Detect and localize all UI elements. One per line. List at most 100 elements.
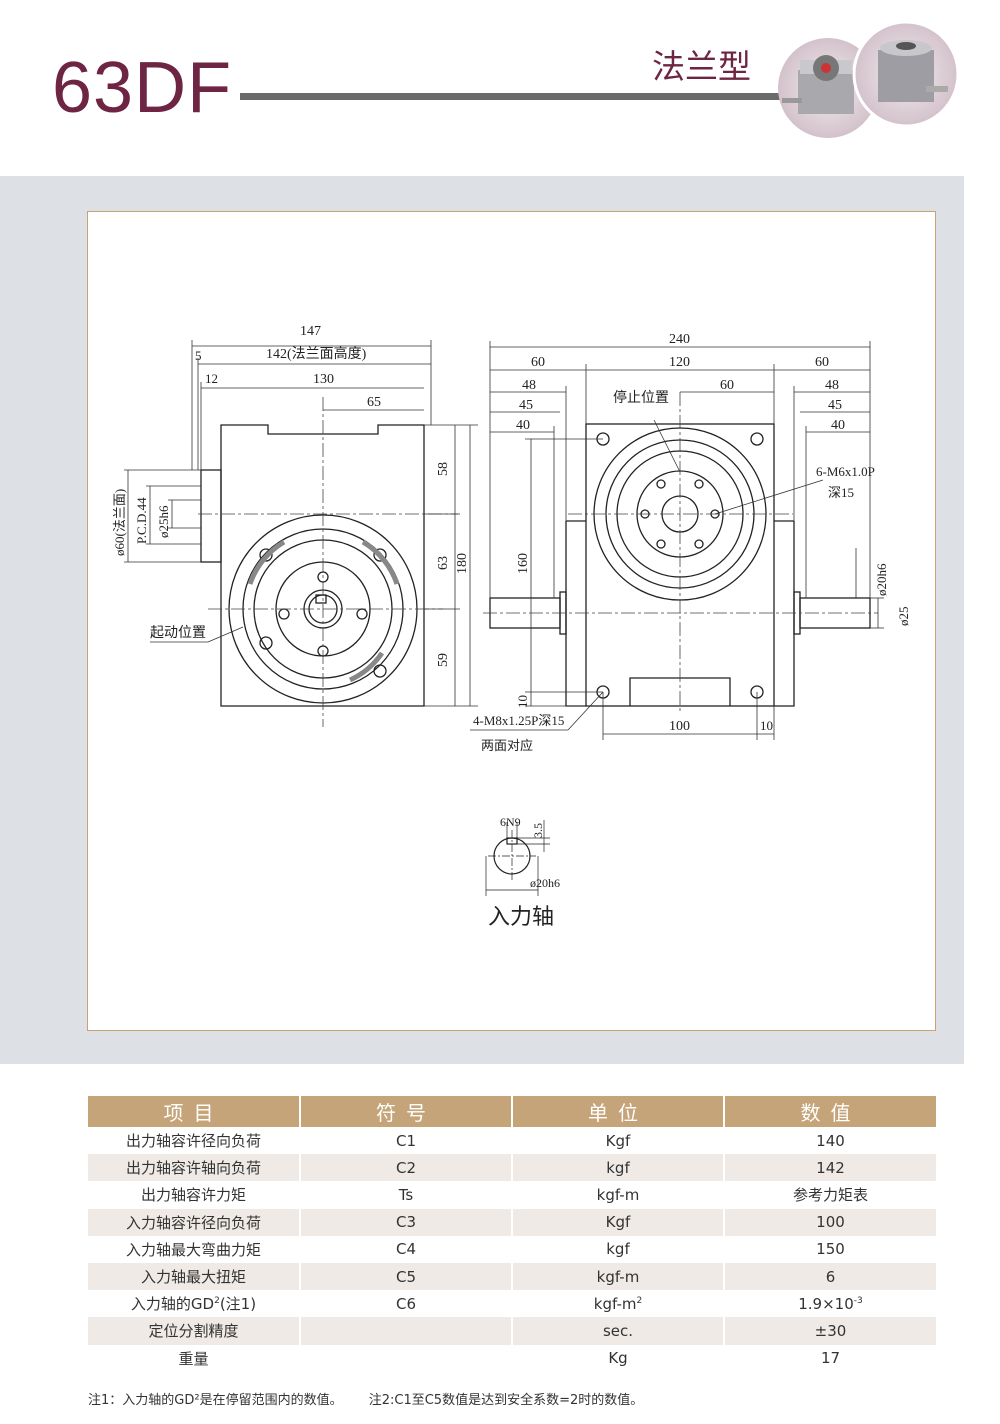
technical-drawing: 147 142(法兰面高度) 5 12 130 65 58 63 59 180 … bbox=[87, 211, 936, 1031]
hole-note: 6-M6x1.0P bbox=[816, 464, 875, 479]
cell-symbol: Ts bbox=[300, 1181, 513, 1209]
cell-item: 入力轴最大扭矩 bbox=[88, 1262, 301, 1291]
shaft-key: 6N9 bbox=[500, 815, 521, 829]
dim-65: 65 bbox=[367, 395, 381, 410]
dim-60-inner: 60 bbox=[720, 378, 734, 393]
side-view-center-lines bbox=[198, 397, 458, 727]
stop-position-label: 停止位置 bbox=[613, 389, 669, 406]
table-row: 入力轴的GD2(注1) C6 kgf-m2 1.9×10-3 bbox=[88, 1290, 936, 1318]
col-header-symbol: 符号 bbox=[300, 1096, 513, 1127]
col-header-item: 项目 bbox=[88, 1096, 301, 1127]
cell-unit: kgf-m2 bbox=[512, 1290, 725, 1318]
mount-note: 4-M8x1.25P深15 bbox=[473, 713, 564, 728]
cell-unit: sec. bbox=[512, 1317, 725, 1345]
dim-63: 63 bbox=[436, 556, 451, 570]
hole-depth: 深15 bbox=[828, 485, 854, 500]
dim-100: 100 bbox=[669, 719, 690, 734]
col-header-unit: 单位 bbox=[512, 1096, 725, 1127]
dim-40-left: 40 bbox=[516, 418, 530, 433]
dim-120: 120 bbox=[669, 355, 690, 370]
table-header-row: 项目 符号 单位 数值 bbox=[88, 1096, 936, 1127]
dim-10-left: 10 bbox=[515, 695, 530, 708]
dim-240: 240 bbox=[669, 332, 690, 347]
cell-value: 6 bbox=[724, 1262, 936, 1291]
table-row: 定位分割精度 sec. ±30 bbox=[88, 1317, 936, 1345]
cell-item: 出力轴容许径向负荷 bbox=[88, 1127, 301, 1155]
cell-symbol: C5 bbox=[300, 1262, 513, 1291]
dim-142: 142(法兰面高度) bbox=[266, 345, 367, 362]
product-photos bbox=[778, 20, 960, 138]
table-row: 入力轴最大弯曲力矩 C4 kgf 150 bbox=[88, 1235, 936, 1263]
table-row: 出力轴容许径向负荷 C1 Kgf 140 bbox=[88, 1127, 936, 1155]
dim-40-right: 40 bbox=[831, 418, 845, 433]
dim-60-right-top: 60 bbox=[815, 355, 829, 370]
table-row: 入力轴最大扭矩 C5 kgf-m 6 bbox=[88, 1262, 936, 1291]
spec-table: 项目 符号 单位 数值 出力轴容许径向负荷 C1 Kgf 140 出力轴容许轴向… bbox=[88, 1096, 936, 1372]
cell-unit: kgf-m bbox=[512, 1181, 725, 1209]
dim-130: 130 bbox=[313, 372, 334, 387]
footnotes: 注1：入力轴的GD²是在停留范围内的数值。 注2:C1至C5数值是达到安全系数=… bbox=[88, 1389, 665, 1408]
cell-symbol bbox=[300, 1344, 513, 1372]
cell-value: 1.9×10-3 bbox=[798, 1294, 863, 1313]
dim-48-right: 48 bbox=[825, 378, 839, 393]
dim-phi25h6: ø25h6 bbox=[156, 505, 171, 538]
dim-60-left: 60 bbox=[531, 355, 545, 370]
type-label: 法兰型 bbox=[652, 47, 751, 86]
model-title: 63DF bbox=[52, 48, 233, 128]
dim-45-right: 45 bbox=[828, 398, 842, 413]
cell-symbol: C3 bbox=[300, 1208, 513, 1236]
cell-value: 100 bbox=[724, 1208, 936, 1236]
dim-phi60: ø60(法兰面) bbox=[112, 489, 127, 556]
shaft-diameter: ø20h6 bbox=[530, 876, 560, 890]
table-row: 重量 Kg 17 bbox=[88, 1344, 936, 1372]
cell-symbol: C2 bbox=[300, 1154, 513, 1182]
cell-unit: Kg bbox=[512, 1344, 725, 1372]
dim-48-left: 48 bbox=[522, 378, 536, 393]
cell-item: 入力轴容许径向负荷 bbox=[88, 1208, 301, 1236]
dim-58: 58 bbox=[436, 462, 451, 476]
cell-item: 出力轴容许轴向负荷 bbox=[88, 1154, 301, 1182]
cell-unit: kgf-m bbox=[512, 1262, 725, 1291]
footnote-1: 注1：入力轴的GD²是在停留范围内的数值。 bbox=[88, 1393, 343, 1408]
cell-value: 参考力矩表 bbox=[792, 1186, 868, 1205]
dim-147: 147 bbox=[300, 324, 321, 339]
front-view-center-lines bbox=[483, 392, 878, 712]
cell-item: 入力轴最大弯曲力矩 bbox=[88, 1235, 301, 1263]
cell-value: 150 bbox=[816, 1240, 845, 1259]
cell-unit: kgf bbox=[512, 1235, 725, 1263]
dim-10-right: 10 bbox=[760, 718, 773, 733]
cell-symbol bbox=[300, 1317, 513, 1345]
dim-phi25: ø25 bbox=[896, 607, 911, 627]
dim-45-left: 45 bbox=[519, 398, 533, 413]
dim-59: 59 bbox=[436, 653, 451, 667]
shaft-label: 入力轴 bbox=[488, 905, 554, 930]
mount-note-2: 两面对应 bbox=[481, 738, 533, 753]
cell-symbol: C6 bbox=[300, 1290, 513, 1318]
cell-item: 出力轴容许力矩 bbox=[88, 1181, 301, 1209]
dim-5: 5 bbox=[195, 348, 202, 363]
cell-value: ±30 bbox=[724, 1317, 936, 1345]
cell-unit: kgf bbox=[512, 1154, 725, 1182]
table-row: 出力轴容许轴向负荷 C2 kgf 142 bbox=[88, 1154, 936, 1182]
start-position-label: 起动位置 bbox=[150, 625, 206, 641]
table-row: 出力轴容许力矩 Ts kgf-m 参考力矩表 bbox=[88, 1181, 936, 1209]
side-view-dimension-lines bbox=[124, 340, 478, 707]
cell-value: 17 bbox=[820, 1349, 841, 1368]
side-view bbox=[200, 424, 425, 707]
cell-item: 定位分割精度 bbox=[88, 1317, 301, 1345]
cell-value: 142 bbox=[724, 1154, 936, 1182]
cell-unit: Kgf bbox=[512, 1127, 725, 1155]
footnote-2: 注2:C1至C5数值是达到安全系数=2时的数值。 bbox=[368, 1393, 644, 1408]
shaft-key-depth: 3.5 bbox=[531, 823, 545, 838]
dim-pcd: P.C.D.44 bbox=[134, 497, 149, 544]
col-header-value: 数值 bbox=[724, 1096, 936, 1127]
input-shaft-detail bbox=[485, 820, 550, 896]
cell-item: 重量 bbox=[88, 1344, 301, 1372]
front-view-dimension-lines bbox=[470, 341, 884, 740]
dim-180: 180 bbox=[455, 553, 470, 574]
cell-value: 140 bbox=[816, 1131, 845, 1150]
dim-12: 12 bbox=[205, 371, 218, 386]
table-row: 入力轴容许径向负荷 C3 Kgf 100 bbox=[88, 1208, 936, 1236]
cell-item: 入力轴的GD2(注1) bbox=[88, 1290, 301, 1318]
title-divider bbox=[240, 93, 780, 100]
